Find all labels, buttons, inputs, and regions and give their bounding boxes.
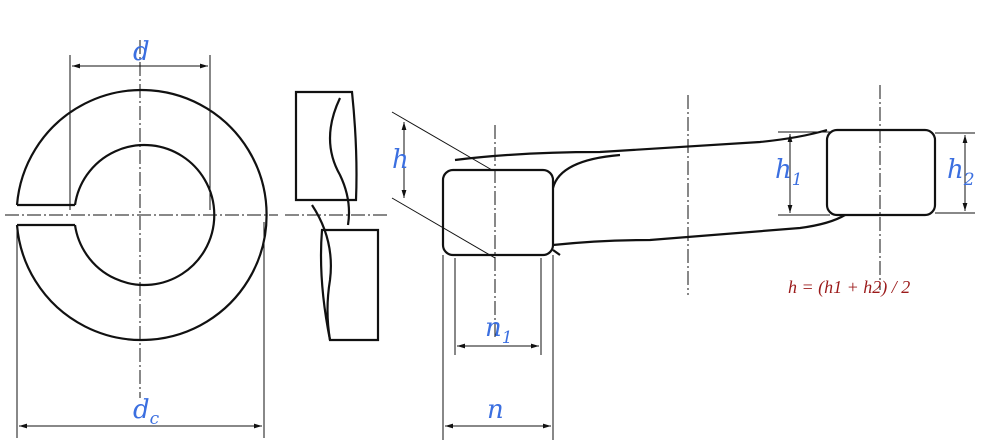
- washer-section-detail: [391, 85, 975, 440]
- label-n1: n1: [485, 313, 513, 348]
- label-h1: h1: [775, 155, 803, 190]
- washer-side-view: [285, 90, 388, 342]
- label-d: d: [133, 37, 150, 67]
- height-formula: h = (h1 + h2) / 2: [788, 277, 910, 298]
- label-h: h: [392, 145, 409, 175]
- label-n: n: [487, 395, 504, 425]
- label-dc: dc: [133, 395, 160, 429]
- label-h2: h2: [947, 155, 975, 190]
- washer-front-view: [5, 40, 278, 438]
